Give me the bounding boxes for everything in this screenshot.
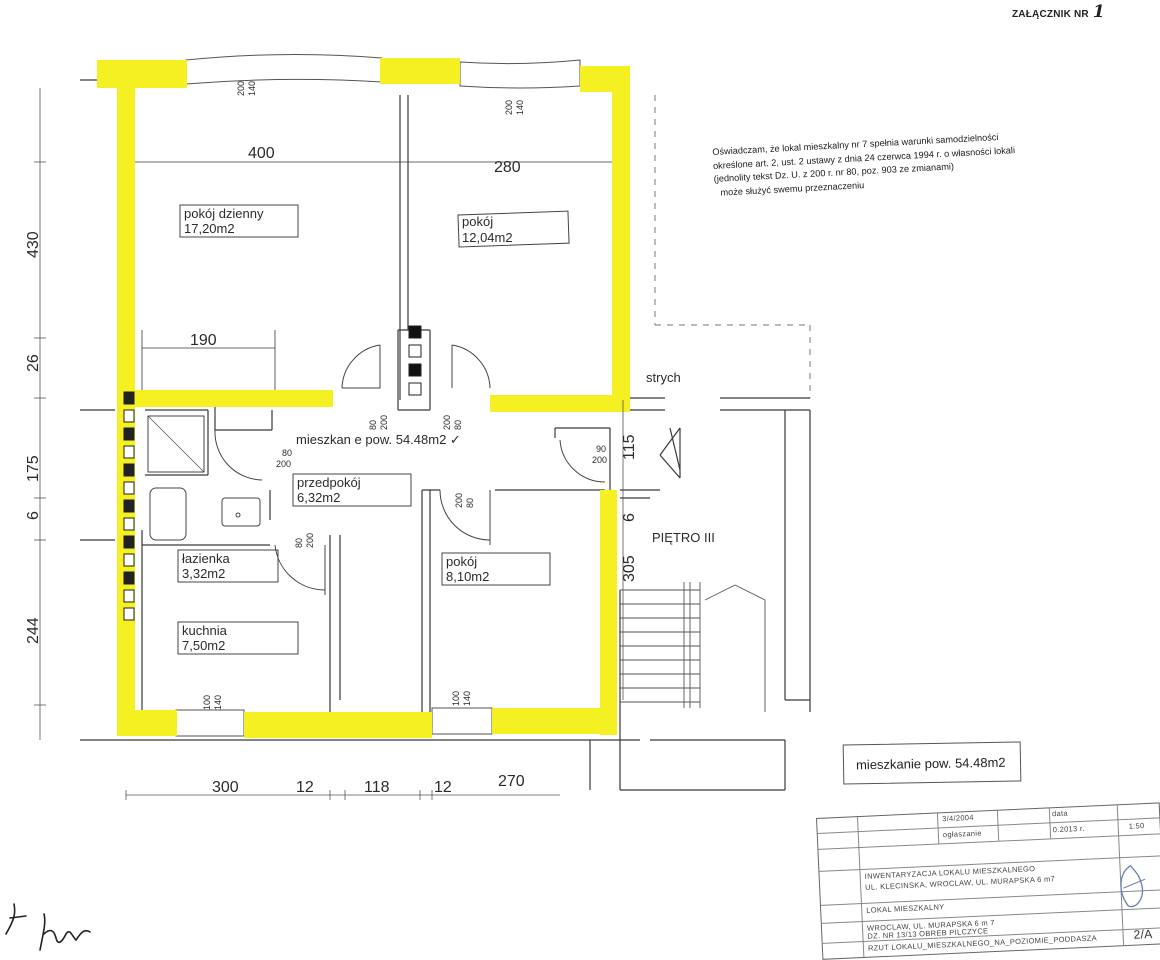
attic-label: strych: [646, 370, 681, 385]
opening-door-e-a: 200: [454, 493, 464, 508]
opening-door-d: 80200: [294, 533, 315, 548]
room-name-living: pokój dzienny: [184, 206, 264, 221]
room-area-hall: 6,32m2: [297, 490, 340, 505]
apartment-area-label: mieszkan e pow. 54.48m2 ✓: [296, 432, 461, 447]
floor-label: PIĘTRO III: [652, 530, 715, 545]
dim-bottom-12b: 12: [434, 779, 452, 796]
opening-window-3-b: 140: [213, 695, 223, 710]
opening-window-2: 200140: [504, 100, 525, 115]
room-area-bathroom: 3,32m2: [182, 566, 225, 581]
opening-window-4-a: 100: [451, 691, 461, 706]
dim-left-430: 430: [25, 231, 42, 258]
dim-bottom-118: 118: [364, 779, 390, 796]
room-area-small-room: 8,10m2: [446, 569, 489, 584]
dim-left-6: 6: [25, 511, 42, 520]
room-name-small-room: pokój: [446, 554, 477, 569]
opening-window-2-b: 140: [515, 100, 525, 115]
tb-row-line: [818, 833, 1160, 850]
door-swings: [214, 344, 606, 595]
dim-left-26: 26: [25, 354, 42, 372]
stamp-signature-icon: [1120, 864, 1146, 908]
opening-door-b-a: 200: [442, 415, 452, 430]
structural-lines: [80, 79, 811, 791]
tb-row-line: [820, 889, 1160, 906]
dim-left-244: 244: [25, 617, 42, 644]
tb-header-3: 0.2013 r.: [1052, 823, 1085, 835]
opening-window-2-a: 200: [504, 100, 514, 115]
dim-bottom-12a: 12: [296, 779, 314, 796]
tb-header-4: data: [1051, 808, 1069, 819]
opening-door-b: 20080: [442, 415, 463, 430]
dashed-outline: [654, 95, 811, 398]
opening-window-3-a: 100: [202, 695, 212, 710]
annex-number: 1: [1092, 2, 1105, 22]
opening-window-4-b: 140: [462, 691, 472, 706]
room-area-living: 17,20m2: [184, 221, 235, 236]
room-area-bedroom: 12,04m2: [462, 230, 513, 245]
opening-window-1-b: 140: [247, 81, 257, 96]
tb-col-line: [936, 813, 940, 844]
room-name-bathroom: łazienka: [182, 551, 230, 566]
stairs: [620, 582, 766, 712]
room-name-bedroom: pokój: [462, 214, 493, 229]
room-area-kitchen: 7,50m2: [182, 638, 225, 653]
dim-top-280: 280: [494, 159, 521, 176]
dim-right-115: 115: [621, 434, 638, 460]
opening-door-e: 20080: [454, 493, 475, 508]
opening-door-d-b: 200: [305, 533, 315, 548]
room-label-boxes: [177, 204, 570, 655]
opening-window-1: 200140: [236, 81, 257, 96]
tb-header-2: 3/4/2004: [941, 812, 974, 824]
tb-row-line: [817, 817, 1160, 834]
window-openings: [175, 53, 581, 737]
apartment-area-box: mieszkanie pow. 54.48m2: [842, 741, 1022, 785]
opening-window-1-a: 200: [236, 81, 246, 96]
opening-door-a-a: 80: [368, 420, 378, 430]
opening-window-4: 100140: [451, 691, 472, 706]
annex-text: ZAŁĄCZNIK NR: [1012, 9, 1089, 20]
tb-scale: 1:50: [1128, 821, 1145, 831]
opening-door-c-a: 80: [282, 448, 292, 458]
dim-right-305: 305: [621, 555, 638, 582]
opening-door-b-b: 80: [453, 420, 463, 430]
tb-col-line: [996, 810, 1000, 841]
opening-door-e-b: 80: [465, 498, 475, 508]
wall-highlight: [97, 58, 630, 738]
dim-bottom-300: 300: [212, 779, 239, 796]
dim-bottom-270: 270: [498, 773, 525, 790]
tb-col-line: [1048, 808, 1052, 839]
dim-right-6: 6: [621, 513, 638, 522]
room-name-hall: przedpokój: [297, 475, 361, 490]
opening-door-a: 80200: [368, 415, 389, 430]
opening-door-f-b: 200: [592, 455, 607, 465]
handwritten-signature-icon: [5, 903, 91, 951]
opening-door-a-b: 200: [379, 415, 389, 430]
ventilation-column: [123, 325, 422, 621]
dim-inner-190: 190: [190, 332, 217, 349]
dimension-lines: [34, 88, 624, 800]
opening-door-c-b: 200: [276, 459, 291, 469]
opening-window-3: 100140: [202, 695, 223, 710]
dim-left-175: 175: [25, 455, 42, 482]
bathroom-fixtures: [147, 415, 261, 541]
title-block: ogłaszanie 3/4/2004 0.2013 r. data 1:50 …: [816, 802, 1160, 960]
tb-col-line: [857, 817, 865, 957]
tb-header-1: ogłaszanie: [942, 828, 982, 840]
opening-door-f-a: 90: [596, 444, 606, 454]
dim-top-400: 400: [248, 145, 275, 162]
room-name-kitchen: kuchnia: [182, 623, 228, 638]
tb-sheet-number: 2/A: [1133, 926, 1153, 942]
opening-door-d-a: 80: [294, 538, 304, 548]
